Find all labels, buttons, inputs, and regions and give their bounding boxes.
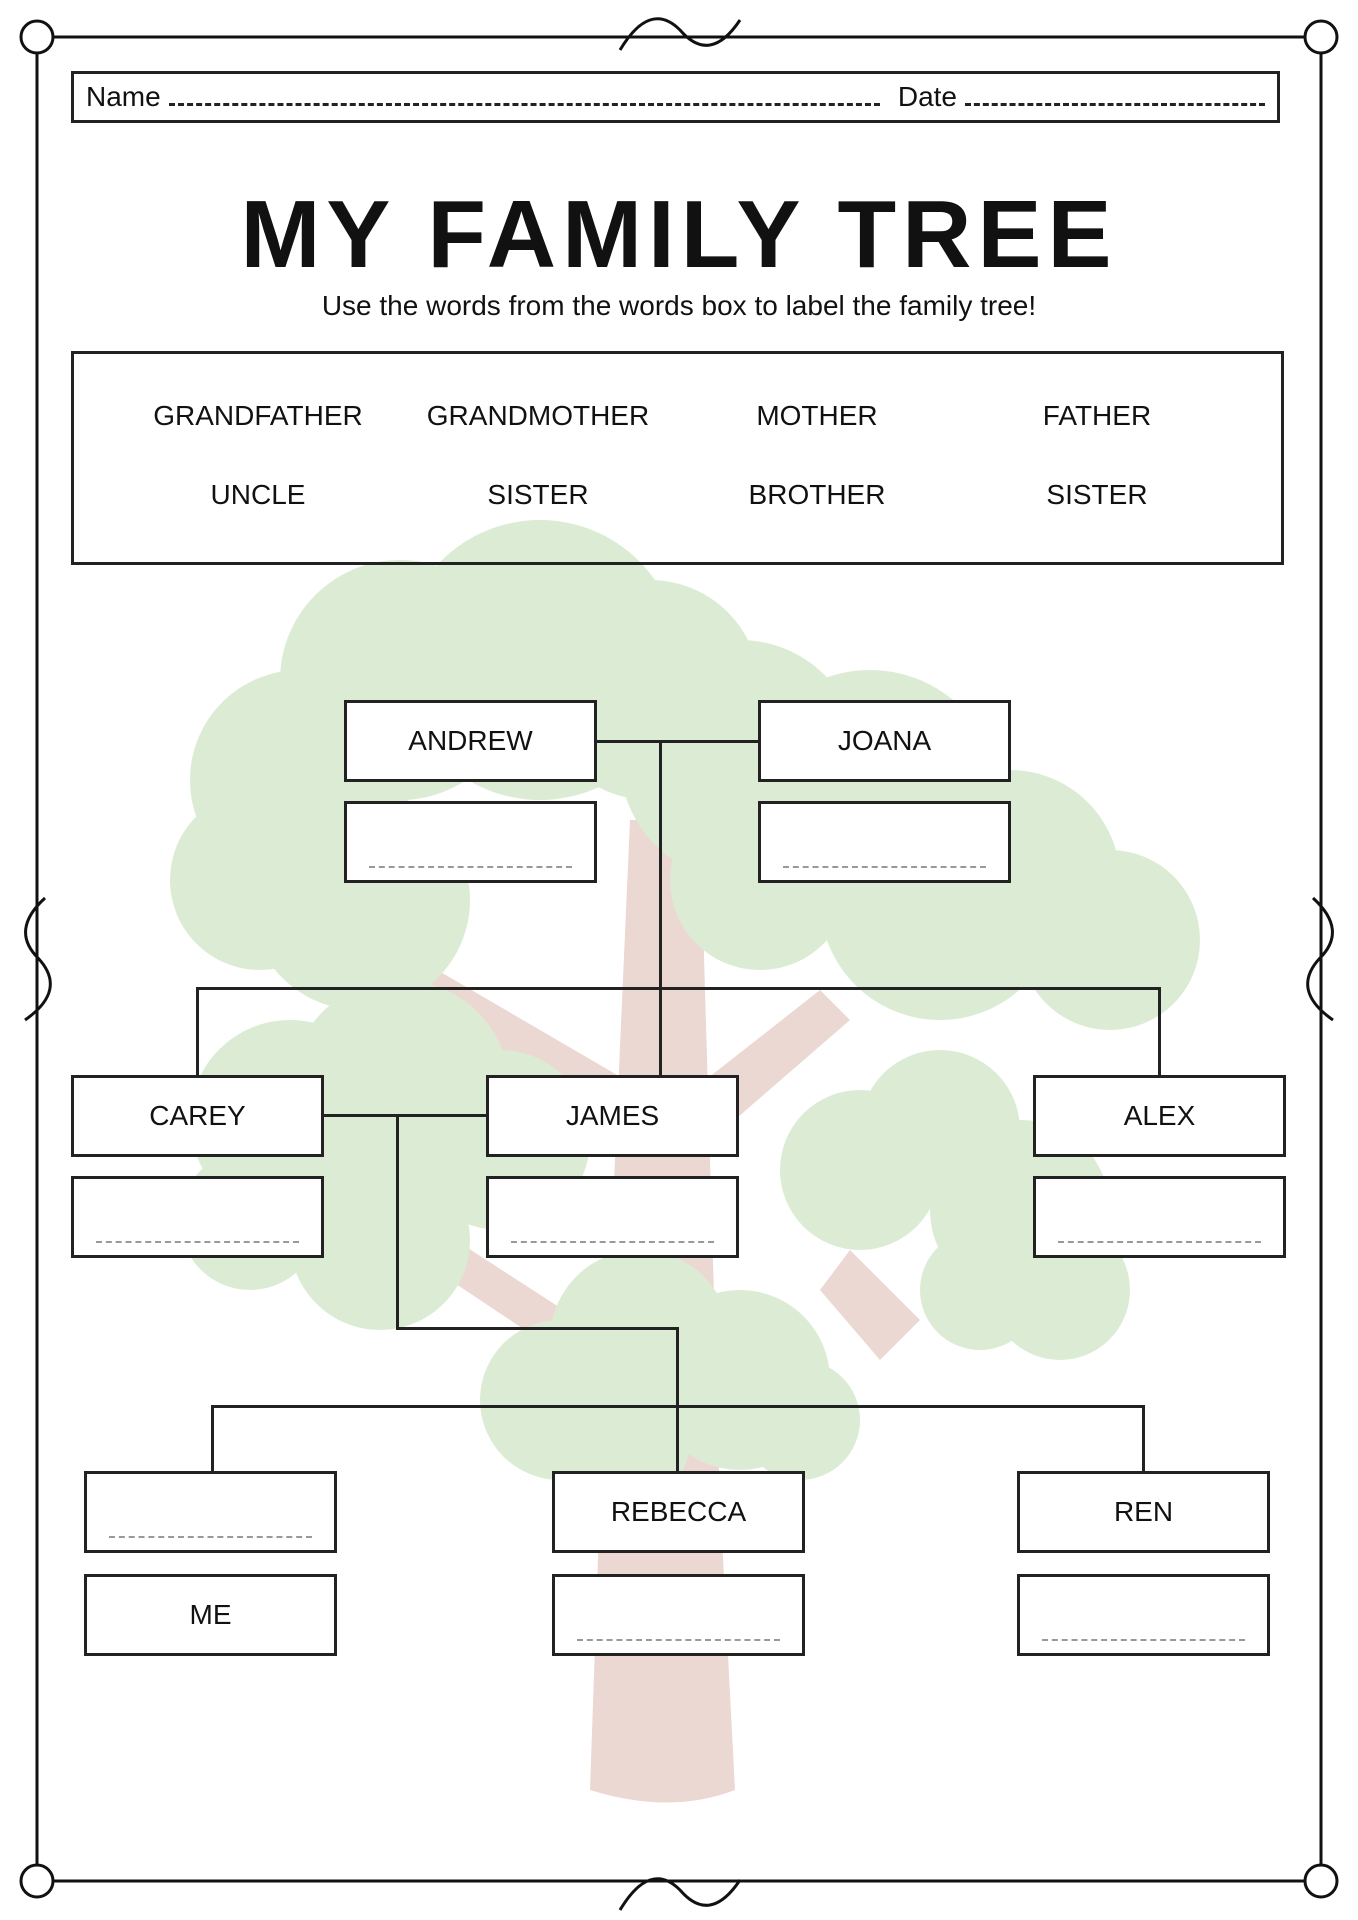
instructions: Use the words from the words box to labe… [321, 290, 1037, 321]
connector-line [396, 1114, 399, 1330]
connector-line [1142, 1405, 1145, 1471]
connector-line [676, 1327, 679, 1471]
label-blank-joana[interactable] [758, 801, 1011, 883]
name-label: Name [86, 81, 161, 112]
name-box-carey: CAREY [71, 1075, 324, 1157]
label-blank-andrew[interactable] [344, 801, 597, 883]
label-blank-rebecca[interactable] [552, 1574, 805, 1656]
name-box-joana: JOANA [758, 700, 1011, 782]
connector-line [1158, 987, 1161, 1075]
word-item: SISTER [1046, 479, 1148, 510]
word-item: BROTHER [748, 479, 886, 510]
word-item: MOTHER [756, 400, 878, 431]
label-blank-james[interactable] [486, 1176, 739, 1258]
word-item: SISTER [487, 479, 589, 510]
name-box-ren: REN [1017, 1471, 1270, 1553]
word-item: GRANDMOTHER [426, 400, 650, 431]
name-box-james: JAMES [486, 1075, 739, 1157]
name-blank-me[interactable] [84, 1471, 337, 1553]
connector-line [659, 740, 662, 1075]
label-blank-ren[interactable] [1017, 1574, 1270, 1656]
connector-line [211, 1405, 1145, 1408]
date-label: Date [897, 81, 957, 112]
connector-line [396, 1327, 678, 1330]
connector-line [324, 1114, 486, 1117]
connector-line [196, 987, 1161, 990]
label-blank-alex[interactable] [1033, 1176, 1286, 1258]
word-item: GRANDFATHER [153, 400, 363, 431]
name-box-rebecca: REBECCA [552, 1471, 805, 1553]
connector-line [211, 1405, 214, 1471]
name-date-bar: Name Date [71, 71, 1280, 123]
word-item: FATHER [1042, 400, 1152, 431]
name-box-andrew: ANDREW [344, 700, 597, 782]
label-box-me: ME [84, 1574, 337, 1656]
word-item: UNCLE [210, 479, 306, 510]
word-box [71, 351, 1284, 565]
page-title: MY FAMILY TREE [240, 181, 1118, 288]
date-input-line[interactable] [965, 102, 1265, 106]
border [19, 17, 1339, 1911]
name-input-line[interactable] [168, 102, 880, 106]
label-blank-carey[interactable] [71, 1176, 324, 1258]
connector-line [597, 740, 758, 743]
name-box-alex: ALEX [1033, 1075, 1286, 1157]
connector-line [196, 987, 199, 1075]
